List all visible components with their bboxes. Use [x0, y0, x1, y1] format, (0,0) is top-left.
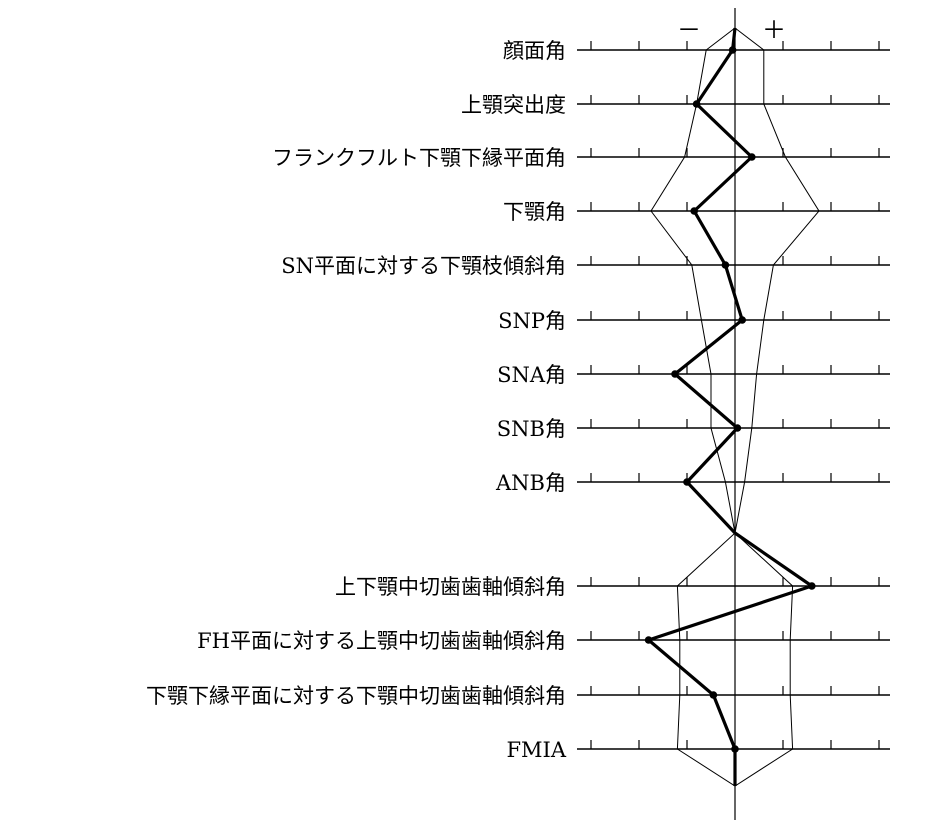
series-point: [692, 100, 701, 108]
row-label: 下顎下縁平面に対する下顎中切歯歯軸傾斜角: [146, 684, 566, 708]
row-label: SNB角: [497, 417, 566, 441]
series-point: [728, 46, 737, 54]
row-label: SN平面に対する下顎枝傾斜角: [281, 254, 566, 278]
row-label: 下顎角: [503, 200, 566, 224]
series-point: [748, 153, 756, 161]
plus-sign-label: ＋: [762, 16, 786, 44]
series-point: [733, 424, 742, 432]
row-label: 顔面角: [503, 39, 566, 63]
row-label: 上下顎中切歯歯軸傾斜角: [335, 575, 566, 599]
row-label: FH平面に対する上顎中切歯歯軸傾斜角: [197, 629, 566, 653]
row-label: ANB角: [495, 471, 566, 495]
row-label: SNP角: [498, 309, 566, 333]
row-label: FMIA: [506, 738, 566, 762]
series-point: [644, 636, 653, 644]
series-point: [690, 207, 698, 215]
series-point: [683, 478, 691, 486]
series-point: [738, 316, 746, 324]
row-label: 上顎突出度: [461, 93, 566, 117]
series-line: [646, 27, 814, 786]
series-point: [671, 370, 679, 378]
row-label: フランクフルト下顎下縁平面角: [272, 146, 566, 170]
series-point: [808, 582, 816, 590]
series-point: [709, 691, 718, 699]
row-label: SNA角: [497, 363, 566, 387]
minus-sign-label: －: [677, 16, 701, 44]
series-point: [731, 745, 739, 753]
series-point: [721, 261, 730, 269]
